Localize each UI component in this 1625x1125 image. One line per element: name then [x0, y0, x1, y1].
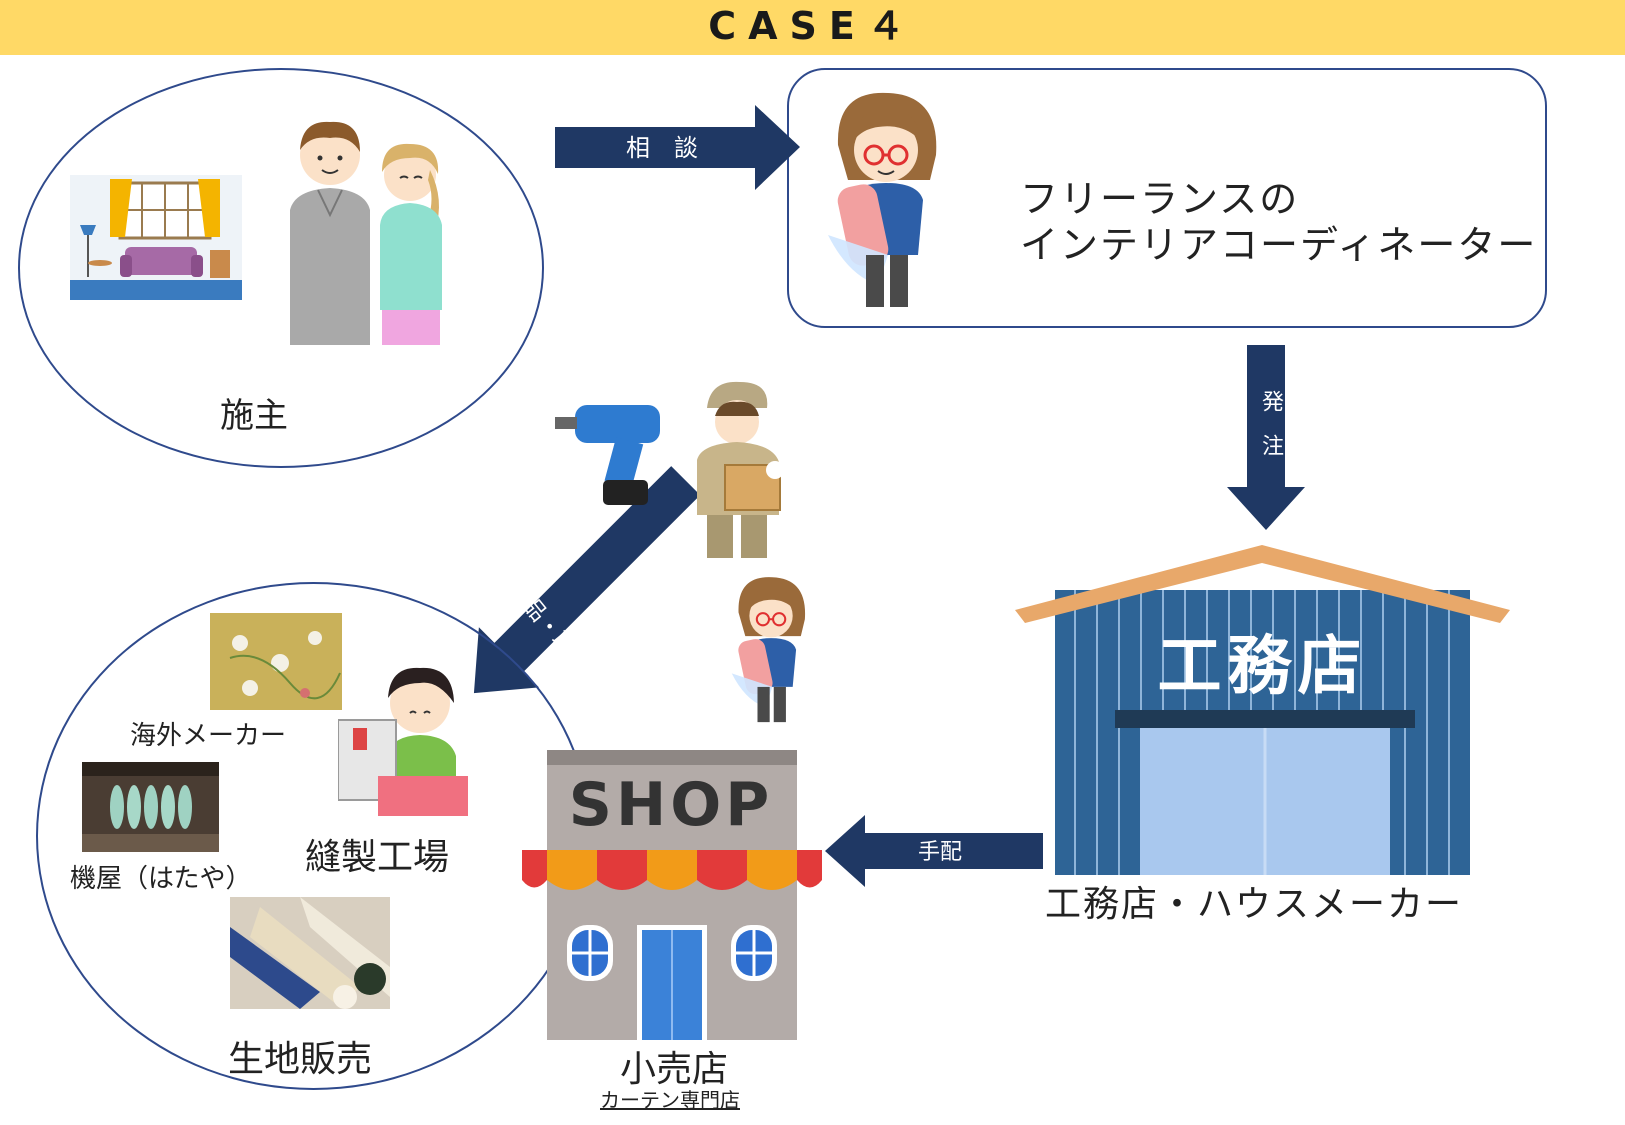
- order-arrow: [1227, 345, 1305, 530]
- supplier-sewing-label: 縫製工場: [305, 837, 450, 878]
- client-ellipse: [18, 68, 544, 468]
- supplier-overseas-label: 海外メーカー: [130, 721, 287, 751]
- fabric-rolls-image: [230, 897, 390, 1009]
- living-room-illustration: [70, 175, 242, 300]
- overseas-fabric-image: [210, 613, 342, 710]
- coordinator-illustration: [828, 92, 937, 307]
- shop-sign: SHOP: [568, 770, 774, 840]
- arrange-arrow: [825, 815, 1043, 887]
- shop-illustration: [522, 750, 822, 1040]
- coordinator-small-illustration: [731, 577, 806, 723]
- builder-label: 工務店・ハウスメーカー: [1045, 884, 1464, 925]
- delivery-worker-illustration: [697, 381, 784, 558]
- consult-arrow: [555, 105, 800, 190]
- deliver-arrow: [473, 466, 701, 694]
- header-banner: [0, 0, 1625, 55]
- order-arrow-label: 発 注: [1258, 390, 1283, 456]
- weaver-factory-image: [82, 762, 219, 852]
- shop-sublabel: カーテン専門店: [600, 1088, 740, 1112]
- arrange-arrow-label: 手配: [918, 840, 963, 865]
- supplier-weaver-label: 機屋（はたや）: [70, 864, 252, 894]
- supplier-fabric-label: 生地販売: [228, 1039, 373, 1080]
- shop-label: 小売店: [620, 1049, 729, 1090]
- sewing-worker-illustration: [338, 667, 468, 816]
- builder-house-illustration: [1015, 545, 1510, 875]
- drill-icon: [555, 405, 660, 505]
- client-label: 施主: [220, 396, 288, 436]
- builder-sign: 工務店: [1157, 630, 1368, 704]
- coordinator-label-line2: インテリアコーディネーター: [1020, 223, 1538, 267]
- coordinator-label-line1: フリーランスの: [1020, 177, 1300, 221]
- consult-arrow-label: 相 談: [626, 134, 698, 162]
- client-couple-illustration: [290, 121, 442, 345]
- page-title: CASE４: [708, 4, 917, 48]
